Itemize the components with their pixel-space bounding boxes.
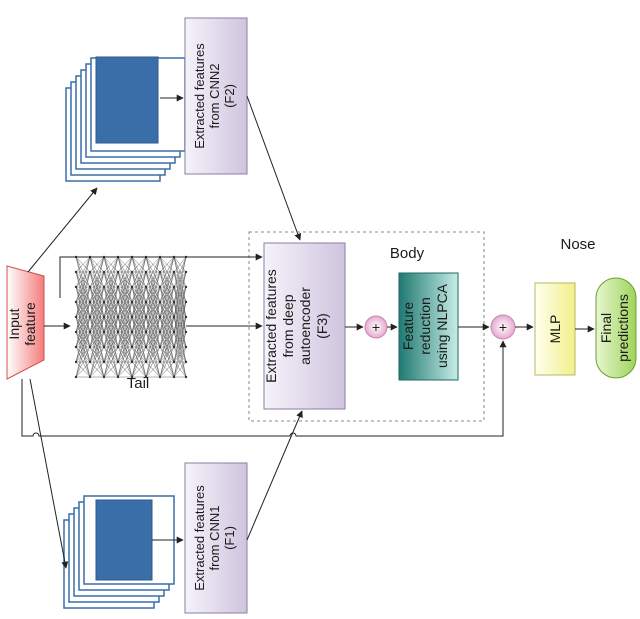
cnn1-label-line3: (F1)	[222, 526, 237, 550]
input-feature-block: Input feature	[6, 265, 45, 380]
autoencoder-network	[74, 255, 188, 379]
input-label-line1: Input	[6, 308, 22, 339]
nlpca-label-line3: using NLPCA	[434, 283, 450, 368]
nose-label: Nose	[560, 236, 595, 253]
sum-node-1: +	[364, 315, 388, 339]
autoencoder-features-box: Extracted features from deep autoencoder…	[263, 242, 346, 410]
cnn1-label-line2: from CNN1	[207, 505, 222, 570]
sum-node-2-symbol: +	[499, 319, 507, 335]
connectors	[21, 94, 595, 569]
final-label-line2: predictions	[615, 294, 631, 362]
ae-label-line2: from deep	[280, 294, 296, 357]
ae-label-line3: autoencoder	[297, 287, 313, 365]
nlpca-label-line2: reduction	[417, 297, 433, 355]
cnn2-label-line1: Extracted features	[192, 43, 207, 149]
nlpca-box: Feature reduction using NLPCA	[398, 272, 459, 381]
tail-label: Tail	[127, 375, 150, 392]
cnn2-label-line2: from CNN2	[207, 63, 222, 128]
input-label-line2: feature	[22, 302, 38, 346]
nlpca-label-line1: Feature	[400, 302, 416, 350]
body-region	[248, 231, 485, 422]
cnn2-feature-map-stack	[65, 56, 186, 182]
ae-label-line1: Extracted features	[263, 269, 279, 383]
cnn2-label-line3: (F2)	[222, 84, 237, 108]
cnn2-features-box: Extracted features from CNN2 (F2)	[184, 17, 248, 175]
cnn1-feature-map-stack	[63, 495, 175, 609]
final-predictions-box: Final predictions	[595, 277, 637, 379]
body-label: Body	[390, 245, 425, 262]
mlp-label: MLP	[547, 315, 563, 344]
sum-node-1-symbol: +	[372, 319, 380, 335]
final-label-line1: Final	[598, 313, 614, 343]
sum-node-2: +	[490, 314, 516, 340]
cnn1-features-box: Extracted features from CNN1 (F1)	[184, 462, 248, 614]
mlp-box: MLP	[534, 282, 576, 376]
cnn1-label-line1: Extracted features	[192, 485, 207, 591]
ae-label-line4: (F3)	[314, 313, 330, 339]
